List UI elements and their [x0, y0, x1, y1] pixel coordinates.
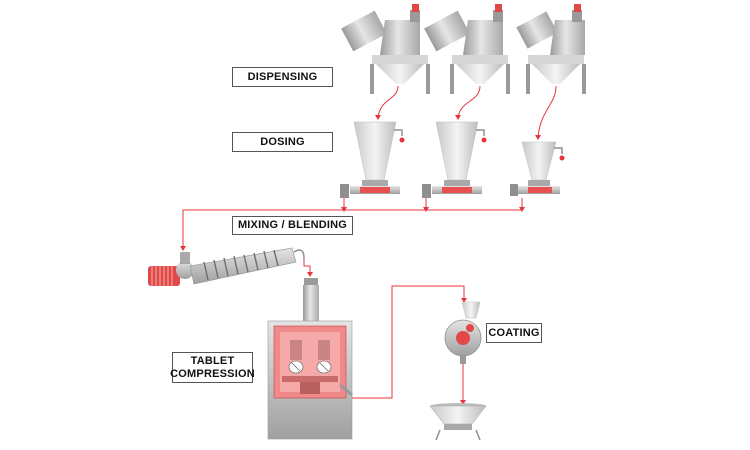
stage-label-tablet-compression: TABLET COMPRESSION — [170, 352, 255, 383]
stage-label-dispensing: DISPENSING — [232, 67, 333, 87]
coating-text: COATING — [488, 326, 540, 339]
flow-lines-dispensing-to-dosing — [377, 85, 557, 139]
tablet-compression-line1: TABLET — [190, 354, 235, 367]
flow-arrowheads-top — [375, 115, 541, 140]
stage-label-dosing: DOSING — [232, 132, 333, 152]
flow-arrowhead-coating — [461, 298, 467, 303]
dispensing-unit-1 — [341, 4, 430, 94]
tablet-press — [267, 278, 353, 440]
flow-arrowheads-mid — [180, 207, 525, 251]
flow-arrowhead-collector — [460, 400, 466, 405]
dosing-unit-1 — [340, 121, 405, 198]
dispensing-unit-3 — [516, 4, 586, 94]
dispensing-text: DISPENSING — [247, 70, 318, 83]
coating-machine — [444, 301, 482, 364]
dosing-unit-3 — [510, 141, 565, 196]
mixer-blender — [148, 247, 305, 286]
dosing-text: DOSING — [260, 135, 305, 148]
mixing-text: MIXING / BLENDING — [237, 219, 348, 231]
dispensing-unit-2 — [424, 4, 510, 94]
stage-label-mixing: MIXING / BLENDING — [232, 216, 353, 235]
dosing-unit-2 — [422, 121, 487, 198]
stage-label-coating: COATING — [486, 323, 542, 343]
flow-mixer-to-press — [303, 258, 311, 274]
collector-bin — [429, 403, 487, 441]
flow-arrowhead-press — [307, 272, 313, 277]
flow-press-to-coating — [352, 285, 465, 399]
tablet-compression-line2: COMPRESSION — [170, 367, 255, 380]
